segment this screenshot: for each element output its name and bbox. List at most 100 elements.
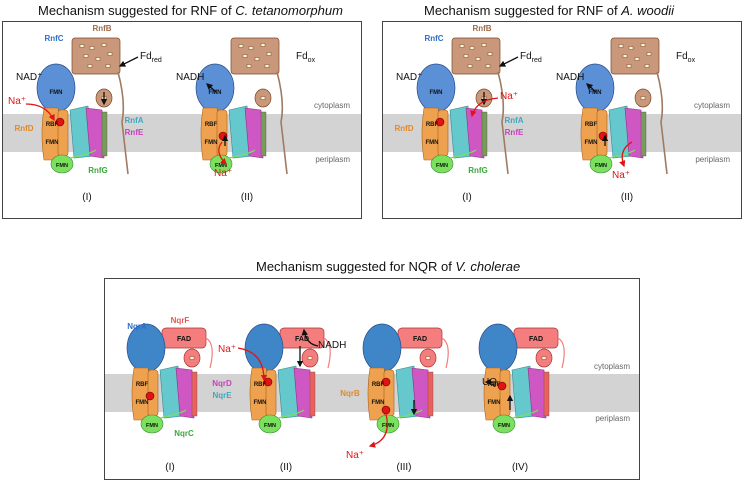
rnfD-subunit [580, 107, 600, 161]
rnfC-label: RnfC [44, 34, 63, 43]
label-layer: cytoplasmperiplasmFMNRBFFMNFMNFMNRBFFMNF… [8, 24, 730, 473]
rnfB-linker [117, 71, 129, 175]
fad-label: FAD [529, 336, 543, 343]
rnfB-linker [497, 71, 509, 175]
fes-cluster [101, 43, 107, 47]
sodium-arrow [25, 103, 55, 122]
rnfE-subunit [293, 367, 313, 419]
sodium-ion [435, 117, 445, 127]
fd-red-label: Fdred [520, 51, 542, 64]
fes-cluster [640, 43, 646, 47]
membrane-anchor [427, 371, 434, 417]
fes-cluster [634, 57, 640, 61]
fmn-label: FMN [498, 423, 510, 429]
rbf-label: RBF [46, 122, 59, 128]
sodium-arrow [218, 141, 227, 165]
fmn-label: FMN [488, 400, 501, 406]
rnfD-helix [57, 109, 69, 157]
sodium-ion [381, 377, 391, 387]
fes-cluster [87, 64, 93, 68]
panel-title-nqr-prefix: Mechanism suggested for NQR of [256, 259, 456, 274]
step-label: (II) [280, 462, 292, 473]
rbf-label: RBF [426, 122, 439, 128]
nqrC-domain [376, 414, 400, 434]
fes-cluster [260, 43, 266, 47]
membrane-anchor [260, 111, 267, 157]
panel-title-tet-prefix: Mechanism suggested for RNF of [38, 3, 236, 18]
rnfD-helix [499, 369, 511, 417]
rnfE-subunit [411, 367, 431, 419]
panel-title-woo-prefix: Mechanism suggested for RNF of [424, 3, 622, 18]
rnfD-subunit [200, 107, 220, 161]
nqrF-linker [557, 337, 565, 369]
nqrC-domain [258, 414, 282, 434]
rnfC-domain [36, 63, 76, 113]
membrane-anchor [101, 111, 108, 157]
rnfD-subunit [421, 107, 441, 161]
fad-label: FAD [295, 336, 309, 343]
fes-cluster [307, 356, 313, 360]
nqrC-domain [492, 414, 516, 434]
rbf-label: RBF [205, 122, 218, 128]
fes-cluster [640, 96, 646, 100]
rnfE-subunit [85, 107, 105, 159]
rnfE-subunit [465, 107, 485, 159]
rnfG-label: RnfG [468, 166, 488, 175]
step-label: (III) [397, 462, 412, 473]
fes-cluster [254, 57, 260, 61]
fes-cluster [83, 54, 89, 58]
rnfD-helix [265, 369, 277, 417]
rbf-label: RBF [372, 382, 385, 388]
rbf-label: RBF [254, 382, 267, 388]
fd-red-label: Fdred [140, 51, 162, 64]
fes-cluster [242, 54, 248, 58]
rbf-label: RBF [136, 382, 149, 388]
sodium-arrow [470, 97, 499, 118]
nqrE-label: NqrE [212, 391, 232, 400]
periplasm-label: periplasm [315, 155, 350, 164]
fes-cluster [95, 57, 101, 61]
g-linker [511, 409, 539, 419]
nqrA-domain [244, 323, 284, 373]
fmn-label: FMN [595, 163, 607, 169]
fmn-label: FMN [50, 90, 63, 96]
rnfB-linker [656, 71, 668, 175]
fes-cluster [463, 54, 469, 58]
periplasm-label: periplasm [595, 414, 630, 423]
fes-cluster [622, 54, 628, 58]
fes-cluster [487, 52, 493, 56]
fmn-label: FMN [205, 140, 218, 146]
sodium-label: Na⁺ [218, 344, 236, 355]
panel-title-woo-species: A. woodii [621, 3, 674, 18]
sodium-label: Na⁺ [500, 91, 518, 102]
nqrB-label: NqrB [340, 389, 360, 398]
step-label: (IV) [512, 462, 528, 473]
step-label: (I) [165, 462, 174, 473]
membrane-anchor [640, 111, 647, 157]
sodium-ion [598, 131, 608, 141]
fes-cluster [189, 356, 195, 360]
rnfB-label: RnfB [472, 24, 491, 33]
nadh-label: NADH [318, 340, 346, 351]
fes-cluster [260, 96, 266, 100]
rbf-label: RBF [585, 122, 598, 128]
electron-arrow [118, 56, 139, 67]
nqrF-linker [441, 337, 449, 369]
rnfG-domain [50, 154, 74, 174]
step-label: (I) [82, 192, 91, 203]
sodium-ion [55, 117, 65, 127]
frame-tet [2, 21, 362, 219]
step-label: (II) [241, 192, 253, 203]
fmn-label: FMN [436, 163, 448, 169]
rnfG-label: RnfG [88, 166, 108, 175]
nqrC-label: NqrC [174, 429, 194, 438]
fmn-label: FMN [146, 423, 158, 429]
fes-cluster [107, 52, 113, 56]
g-linker [69, 149, 97, 159]
g-linker [159, 409, 187, 419]
fmn-label: FMN [382, 423, 394, 429]
nad-plus-label: NAD⁺ [396, 72, 422, 83]
nqrA-label: NqrA [127, 322, 147, 331]
rnfE-subunit [624, 107, 644, 159]
